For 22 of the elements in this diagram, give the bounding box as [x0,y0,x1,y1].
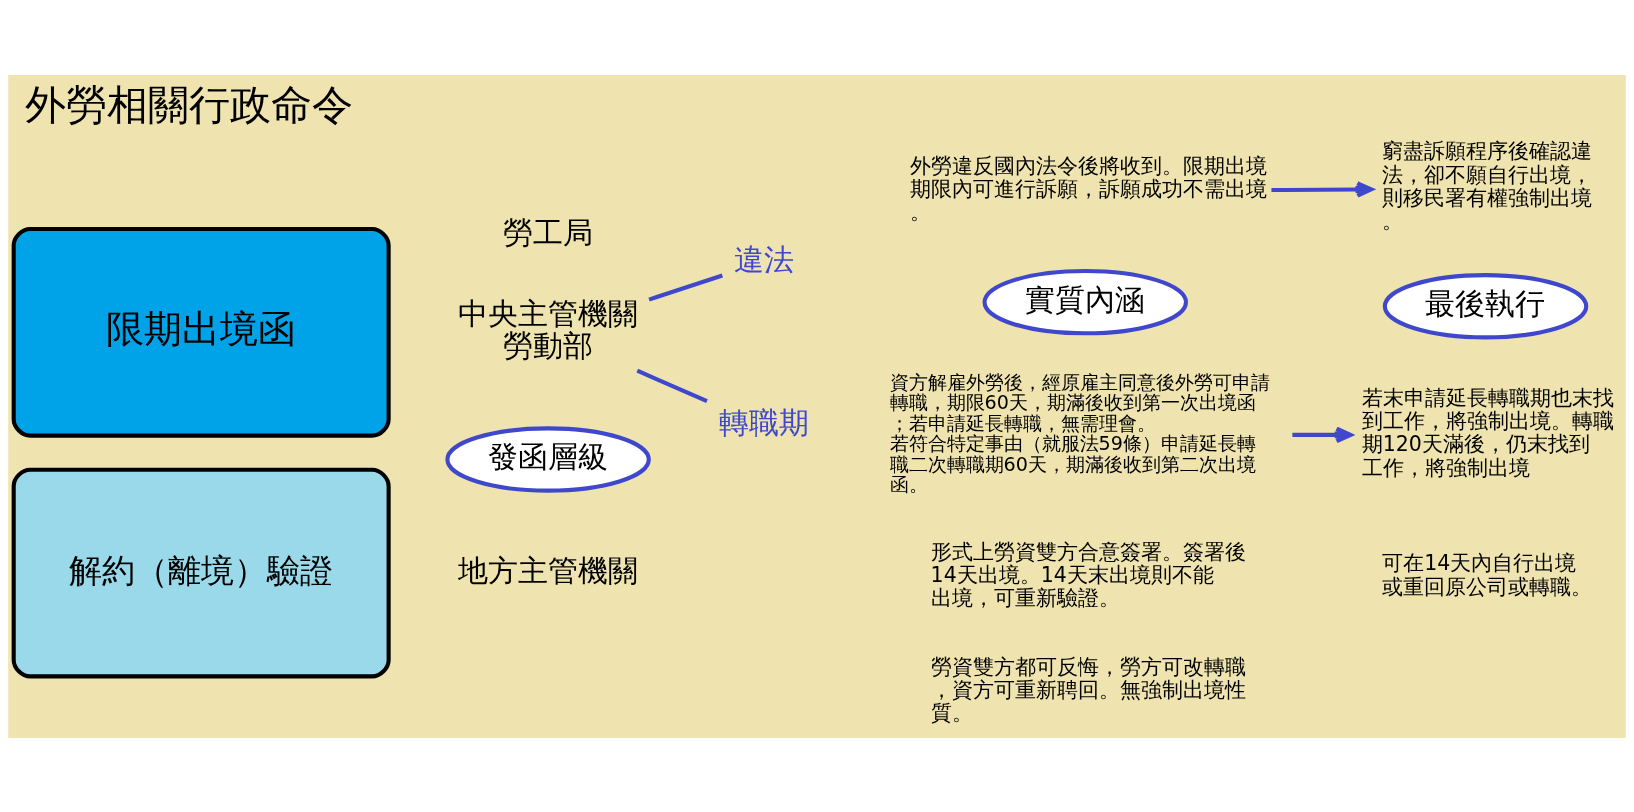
node-text: 轉職期 [718,404,809,440]
node-text: 資方解雇外勞後，經原雇主同意後外勞可申請轉職，期限60天，期滿後收到第一次出境函；若申請延長轉職，無需理會。 若符合特定事由（就服法59條）申請延長轉職二次轉職期60天，期滿後收到第二次出境函。 [889,370,1270,496]
node-ellipse: 發函層級 [445,425,651,493]
node-text: 外勞違反國內法令後將收到。限期出境期限內可進行訴願，訴願成功不需出境。 [910,153,1268,224]
node-box: 解約（離境）驗證 [11,467,391,678]
label: 勞資雙方都可反悔，勞方可改轉職，資方可重新聘回。無強制出境性質。 [930,654,1246,725]
node-text: 若末申請延長轉職期也末找到工作，將強制出境。轉職期120天滿後，仍末找到工作，將強制出境 [1361,385,1614,480]
connector [636,368,708,403]
label: 地方主管機關 [458,552,639,588]
arrow [1292,426,1353,443]
diagram-title: 外勞相關行政命令 [24,80,353,129]
label: 勞工局 [502,214,593,250]
node-ellipse: 最後執行 [1382,272,1589,339]
label: 可在14天內自行出境或重回原公司或轉職。 [1382,550,1593,599]
connector [648,273,723,302]
node-ellipse: 實質內涵 [982,268,1188,335]
node-box: 限期出境函 [11,226,391,438]
node-text: 窮盡訴願程序後確認違法，卻不願自行出境，則移民署有權強制出境。 [1382,138,1593,233]
arrow [1271,180,1374,198]
node-text: 中央主管機關 勞動部 [458,295,639,363]
node-text: 違法 [733,241,794,277]
label: 形式上勞資雙方合意簽署。簽署後14天出境。14天末出境則不能出境，可重新驗證。 [930,539,1246,610]
